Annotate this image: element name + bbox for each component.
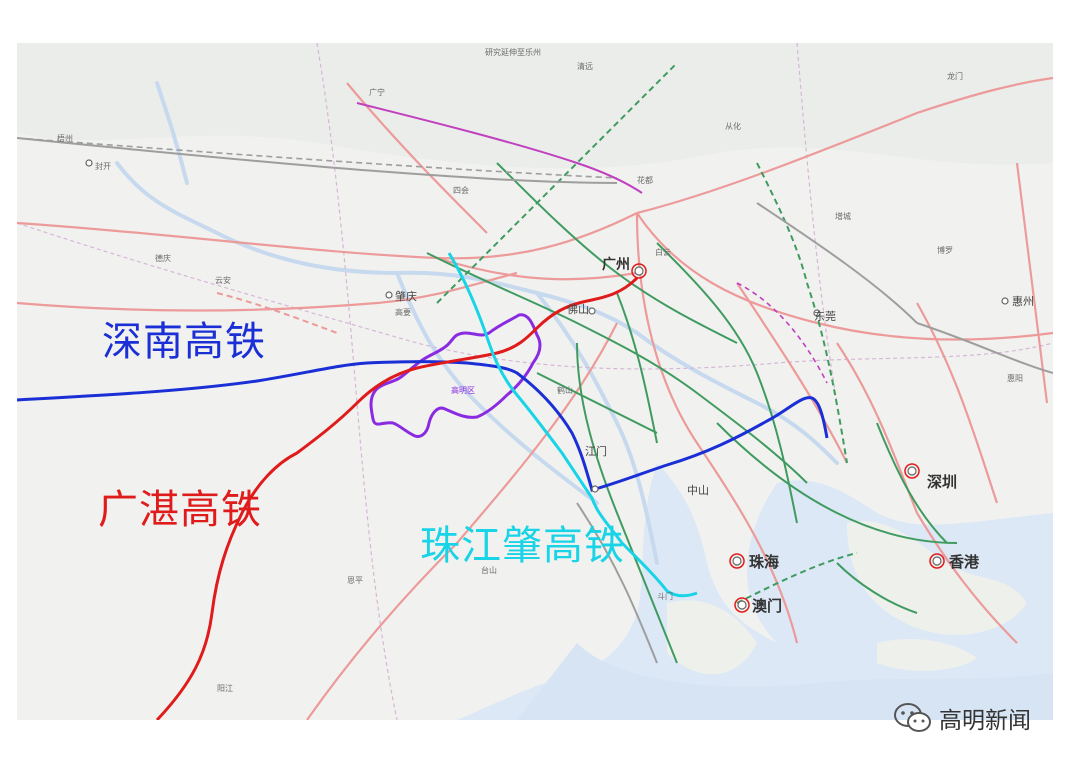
- zhujiangzhao-hsr-line: [447, 252, 698, 598]
- place-label-deqing: 德庆: [155, 253, 171, 263]
- city-label-zhuhai: 珠海: [749, 553, 779, 571]
- callout-shennan-hsr: 深南高铁: [102, 319, 266, 365]
- watermark: 高明新闻: [893, 700, 1031, 736]
- place-label-guangning: 广宁: [369, 87, 385, 97]
- red-dashed-line: [216, 292, 338, 334]
- place-label-qingyuan: 清远: [577, 61, 593, 71]
- watermark-text: 高明新闻: [939, 708, 1031, 734]
- city-label-shenzhen: 深圳: [927, 473, 957, 491]
- place-label-huiyang: 惠阳: [1007, 373, 1023, 383]
- city-label-aomen: 澳门: [752, 597, 782, 615]
- callout-guangzhan-hsr: 广湛高铁: [98, 487, 262, 533]
- green-dashed-lines: [436, 62, 858, 604]
- place-label-conghua: 从化: [725, 121, 741, 131]
- place-label-enping: 恩平: [347, 576, 363, 585]
- place-label-heshan: 鹤山: [557, 385, 573, 395]
- south-sea: [517, 643, 1053, 720]
- place-label-yangjiang: 阳江: [217, 684, 233, 693]
- place-label-gaomingqu: 高明区: [451, 385, 475, 395]
- place-label-boluo: 博罗: [937, 245, 953, 255]
- admin-boundaries: [17, 43, 1053, 720]
- place-label-longmen: 龙门: [947, 71, 963, 81]
- place-label-zengcheng: 增城: [835, 211, 851, 221]
- city-label-xianggang: 香港: [949, 553, 980, 571]
- macau-zhuhai-land: [667, 600, 757, 675]
- city-label-huizhou: 惠州: [1012, 294, 1034, 308]
- gray-rail-lines: [17, 137, 1053, 664]
- place-label-sihui: 四会: [453, 185, 469, 195]
- place-label-yunan: 云安: [215, 275, 231, 285]
- city-label-foshan: 佛山: [567, 303, 589, 316]
- major-station-rings: [631, 263, 945, 613]
- place-label-wuzhou: 梧州: [57, 133, 73, 143]
- station-dots: [85, 159, 1009, 610]
- lantau-island: [877, 638, 977, 671]
- place-label-gaoyao: 高要: [395, 307, 411, 317]
- map-frame[interactable]: 广州 深圳 珠海 澳门 香港 东莞 佛山 肇庆 中山 江门 惠州 梧州 封开 德…: [17, 43, 1053, 720]
- city-label-jiangmen: 江门: [585, 444, 607, 458]
- mountain-shading: [17, 43, 1053, 169]
- place-label-doumen: 斗门: [657, 591, 673, 601]
- city-label-zhongshan: 中山: [687, 484, 709, 497]
- place-label-yanshen: 研究延伸至乐州: [485, 47, 541, 57]
- callout-zhujiangzhao-hsr: 珠江肇高铁: [420, 523, 625, 569]
- place-label-huadu: 花都: [637, 175, 653, 185]
- place-label-taishan: 台山: [481, 565, 497, 575]
- place-label-baiyun: 白云: [655, 247, 671, 257]
- green-rail-lines: [426, 162, 958, 664]
- place-label-fengkai: 封开: [95, 161, 111, 171]
- city-label-guangzhou: 广州: [602, 256, 630, 273]
- existing-rail-lines: [17, 76, 1053, 720]
- guangzhan-hsr-line: [155, 276, 639, 720]
- city-label-dongguan: 东莞: [814, 310, 836, 323]
- rail-network-map[interactable]: 广州 深圳 珠海 澳门 香港 东莞 佛山 肇庆 中山 江门 惠州 梧州 封开 德…: [17, 43, 1053, 720]
- shennan-hsr-line: [17, 360, 829, 492]
- magenta-dashed-line: [736, 282, 828, 384]
- city-label-zhaoqing: 肇庆: [395, 289, 417, 303]
- rivers: [115, 81, 839, 565]
- wechat-icon: [894, 703, 931, 732]
- gray-dashed-lines: [17, 137, 618, 179]
- guangning-line: [356, 102, 643, 194]
